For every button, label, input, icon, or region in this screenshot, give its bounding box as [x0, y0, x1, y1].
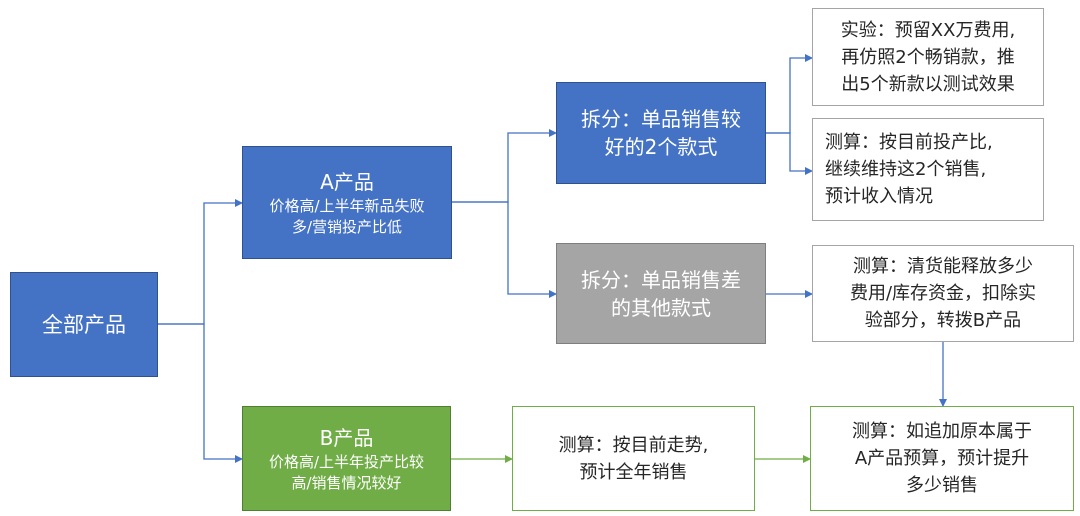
- product-a-title: A产品: [320, 169, 374, 194]
- experiment-line1: 实验：预留XX万费用,: [840, 19, 1016, 41]
- experiment-line2: 再仿照2个畅销款，推: [841, 46, 1015, 68]
- calc-keep-line1: 测算：按目前投产比,: [825, 132, 993, 153]
- calc-keep-line2: 继续维持这2个销售,: [825, 159, 987, 180]
- connector-a-to-split-good: [452, 129, 557, 203]
- product-b-desc-line1: 价格高/上半年投产比较: [268, 452, 425, 471]
- calc-trend-line2: 预计全年销售: [579, 461, 688, 483]
- calc-keep-node: 测算：按目前投产比, 继续维持这2个销售, 预计收入情况: [812, 118, 1044, 221]
- experiment-line3: 出5个新款以测试效果: [841, 73, 1015, 95]
- connector-split-good-to-calc-keep: [766, 132, 813, 175]
- calc-add-line3: 多少销售: [906, 475, 978, 496]
- calc-clear-line1: 测算：清货能释放多少: [853, 256, 1033, 277]
- calc-add-node: 测算：如追加原本属于 A产品预算，预计提升 多少销售: [810, 406, 1074, 511]
- split-good-styles-node: 拆分：单品销售较 好的2个款式: [556, 82, 766, 184]
- calc-keep-line3: 预计收入情况: [825, 186, 933, 207]
- calc-trend-node: 测算：按目前走势, 预计全年销售: [512, 406, 755, 511]
- all-products-label: 全部产品: [42, 312, 126, 337]
- calc-add-line1: 测算：如追加原本属于: [852, 421, 1032, 442]
- split-bad-line1: 拆分：单品销售差: [581, 267, 741, 292]
- product-b-node: B产品 价格高/上半年投产比较 高/销售情况较好: [242, 406, 451, 511]
- all-products-node: 全部产品: [10, 272, 158, 377]
- product-a-desc-line1: 价格高/上半年新品失败: [269, 196, 425, 215]
- experiment-node: 实验：预留XX万费用, 再仿照2个畅销款，推 出5个新款以测试效果: [812, 8, 1044, 106]
- split-bad-line2: 的其他款式: [611, 295, 711, 320]
- calc-clear-line3: 验部分，转拨B产品: [864, 310, 1022, 331]
- split-good-line2: 好的2个款式: [604, 135, 718, 159]
- calc-clear-node: 测算：清货能释放多少 费用/库存资金，扣除实 验部分，转拨B产品: [812, 245, 1074, 342]
- product-b-title: B产品: [319, 425, 374, 450]
- calc-trend-line1: 测算：按目前走势,: [558, 434, 709, 456]
- connector-split-good-to-exp: [766, 54, 813, 134]
- product-a-node: A产品 价格高/上半年新品失败 多/营销投产比低: [242, 146, 452, 259]
- split-good-line1: 拆分：单品销售较: [581, 107, 741, 131]
- calc-add-line2: A产品预算，预计提升: [854, 448, 1030, 469]
- product-a-desc-line2: 多/营销投产比低: [291, 217, 403, 236]
- connector-all-to-b: [158, 323, 243, 463]
- calc-clear-line2: 费用/库存资金，扣除实: [849, 283, 1037, 304]
- connector-a-to-split-bad: [452, 201, 557, 298]
- split-bad-styles-node: 拆分：单品销售差 的其他款式: [556, 243, 766, 344]
- product-b-desc-line2: 高/销售情况较好: [291, 473, 402, 492]
- connector-all-to-a: [158, 199, 243, 325]
